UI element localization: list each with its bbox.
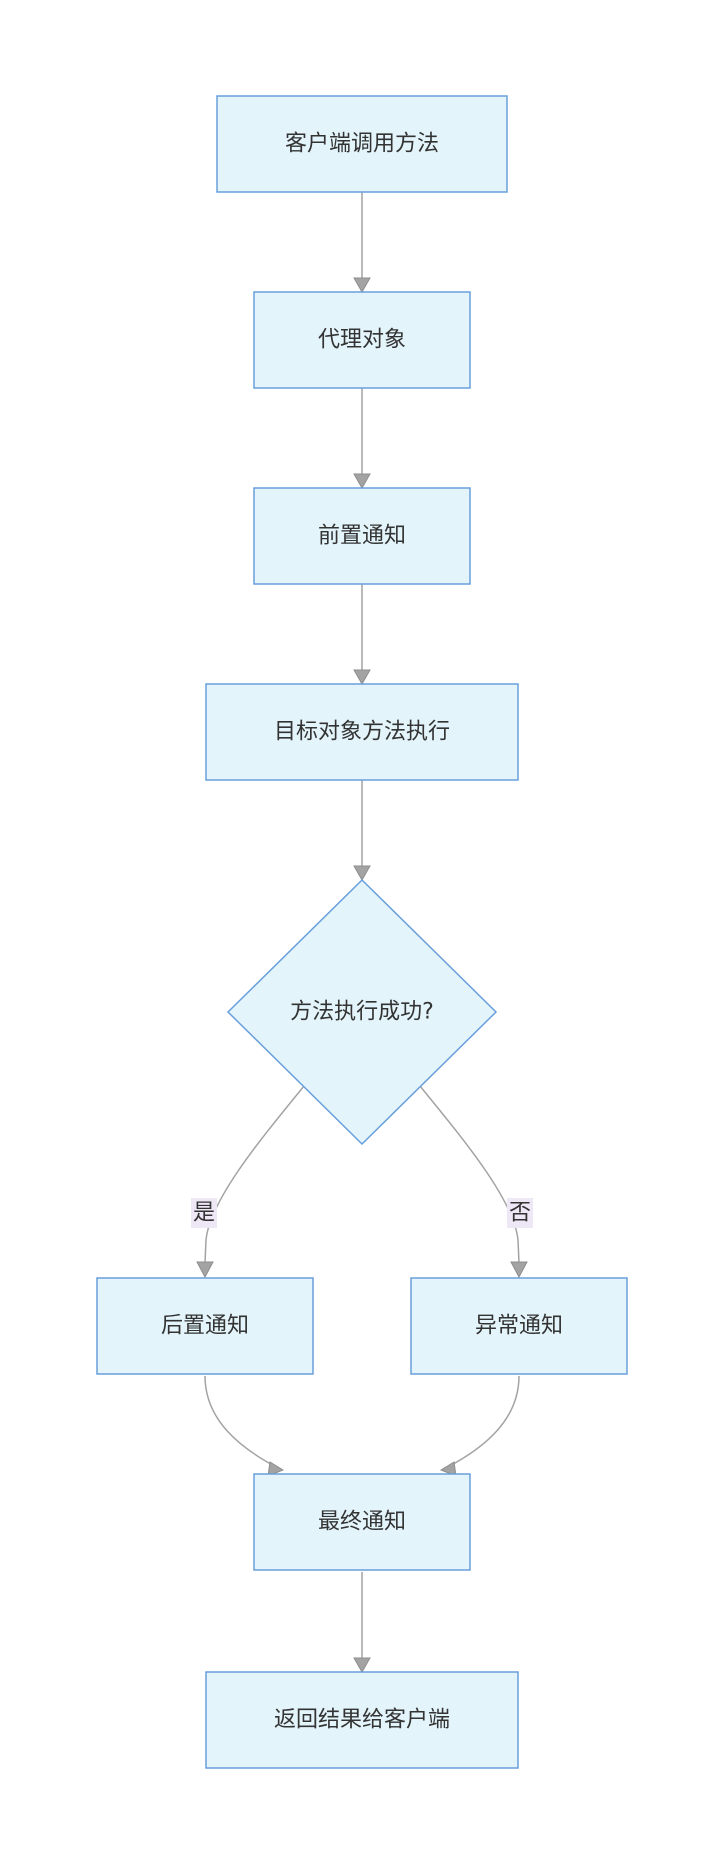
- arrowhead-icon: [353, 669, 371, 686]
- node-label: 客户端调用方法: [285, 132, 439, 157]
- node-target-exec: 目标对象方法执行: [205, 683, 519, 781]
- arrowhead-icon: [439, 1461, 457, 1477]
- node-after-throwing: 异常通知: [410, 1277, 628, 1375]
- node-label: 最终通知: [318, 1510, 406, 1535]
- node-label: 目标对象方法执行: [274, 720, 450, 745]
- edge-label-text: 否: [509, 1201, 531, 1226]
- node-before-advice: 前置通知: [253, 487, 471, 585]
- node-decision: 方法执行成功?: [226, 878, 498, 1146]
- node-label: 代理对象: [318, 328, 406, 353]
- arrowhead-icon: [353, 277, 371, 294]
- edge-decision-yes: [204, 1085, 305, 1264]
- node-label: 异常通知: [475, 1314, 563, 1339]
- node-label: 后置通知: [161, 1314, 249, 1339]
- arrowhead-icon: [196, 1261, 214, 1279]
- edge-decision-no: [419, 1085, 520, 1264]
- edge-label-yes: 是: [191, 1198, 217, 1228]
- edge-label-text: 是: [193, 1201, 215, 1226]
- arrowhead-icon: [267, 1461, 285, 1477]
- node-label: 返回结果给客户端: [274, 1708, 450, 1733]
- node-label: 方法执行成功?: [290, 1000, 434, 1025]
- node-proxy: 代理对象: [253, 291, 471, 389]
- edge-after-throwing-to-finally: [445, 1375, 520, 1469]
- arrowhead-icon: [510, 1261, 528, 1279]
- edge-label-no: 否: [507, 1198, 533, 1228]
- edge-after-returning-to-finally: [204, 1375, 279, 1469]
- arrowhead-icon: [353, 865, 371, 882]
- arrowhead-icon: [353, 1657, 371, 1674]
- node-after-returning: 后置通知: [96, 1277, 314, 1375]
- node-return-result: 返回结果给客户端: [205, 1671, 519, 1769]
- node-after-finally: 最终通知: [253, 1473, 471, 1571]
- node-label: 前置通知: [318, 524, 406, 549]
- node-client-call: 客户端调用方法: [216, 95, 508, 193]
- edges: [196, 191, 528, 1674]
- arrowhead-icon: [353, 473, 371, 490]
